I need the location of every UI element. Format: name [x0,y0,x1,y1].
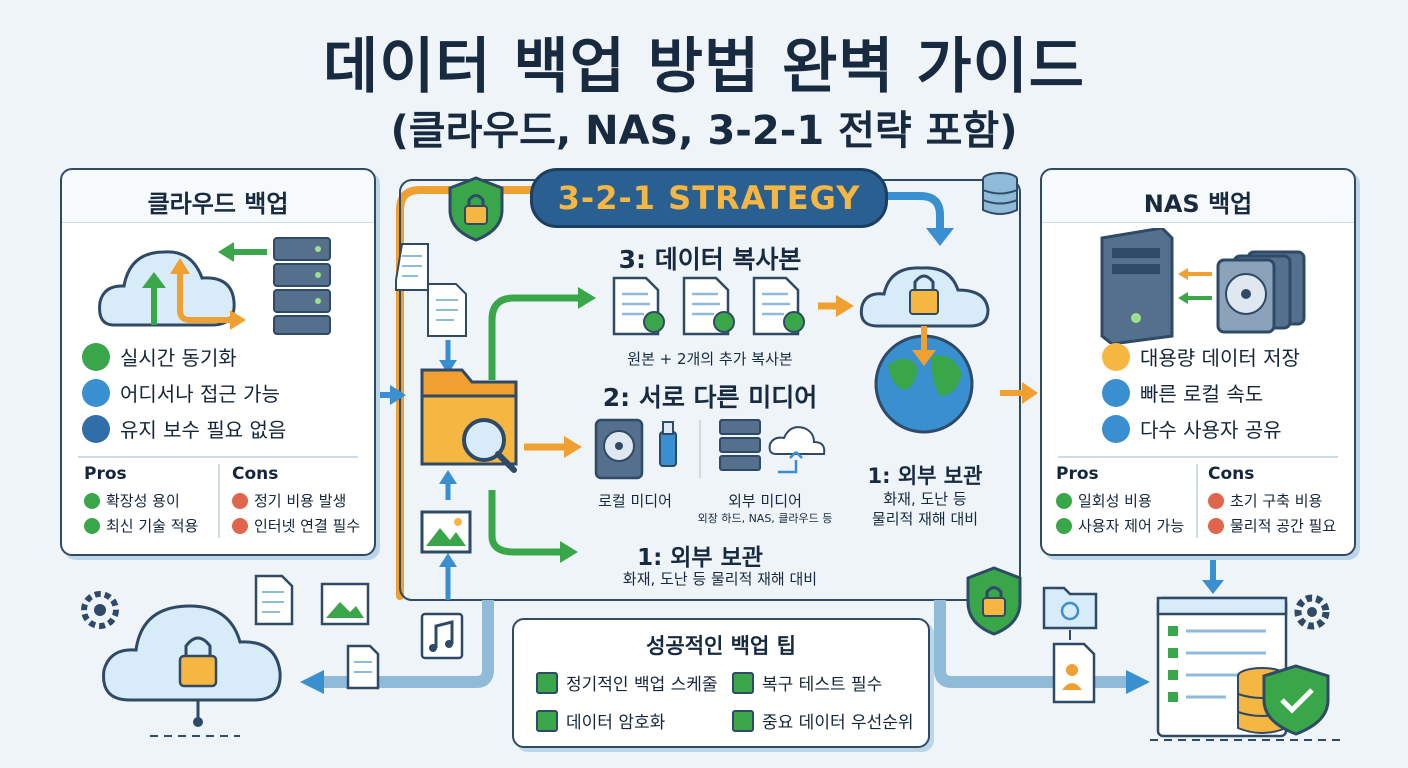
checkbox-icon [536,709,558,732]
shield-lock-icon [966,566,1022,636]
pros-item: 최신 기술 적용 [84,515,198,536]
tips-title: 성공적인 백업 팁 [646,634,796,658]
cloud-feature-item: 실시간 동기화 [82,342,237,371]
tip-item: 정기적인 백업 스케줄 [536,670,718,695]
speedometer-icon [1102,378,1130,407]
cloud-feature-item: 유지 보수 필요 없음 [82,414,286,443]
cons-heading: Cons [1208,464,1255,484]
cloud-lock-illustration [81,574,380,727]
media-title: 2: 서로 다른 미디어 [602,383,818,412]
folder-search-illustration [395,243,518,554]
check-icon [1056,492,1072,509]
tip-item: 데이터 암호화 [536,708,665,733]
pros-item: 확장성 용이 [84,490,180,511]
backup-tips-panel: 성공적인 백업 팁 정기적인 백업 스케줄 복구 테스트 필수 데이터 암호화 … [512,618,930,748]
cloud-backup-panel: 클라우드 백업 실시간 동기화 어디서나 접근 가능 유지 보수 필요 없음 P… [60,168,376,556]
database-icon [1102,342,1130,371]
page-title: 데이터 백업 방법 완벽 가이드 [323,32,1085,102]
offsite-title-bottom: 1: 외부 보관 [637,545,763,571]
storage-media-icons [594,418,826,480]
cons-item: 물리적 공간 필요 [1208,515,1336,536]
pros-heading: Pros [1056,464,1099,484]
backup-server-illustration [1156,596,1330,738]
users-icon [1102,414,1130,443]
external-media-note: 외장 하드, NAS, 클라우드 등 [697,512,833,525]
gear-icon [1294,594,1330,630]
tip-item: 중요 데이터 우선순위 [732,708,914,733]
cons-item: 초기 구축 비용 [1208,490,1322,511]
nas-panel-title: NAS 백업 [1143,190,1253,218]
checkbox-icon [732,671,754,694]
checkbox-icon [732,709,754,732]
document-copies-icons [612,276,805,336]
copies-caption: 원본 + 2개의 추가 복사본 [627,350,793,368]
cloud-globe-illustration [859,266,990,434]
offsite-caption-bottom: 화재, 도난 등 물리적 재해 대비 [622,570,818,588]
cons-item: 정기 비용 발생 [232,490,346,511]
minus-icon [1208,492,1224,509]
sync-folder-doc-icons [1042,586,1098,704]
pros-item: 사용자 제어 가능 [1056,515,1184,536]
nas-backup-panel: NAS 백업 대용량 데이터 저장 빠른 로컬 속도 다수 사용자 공유 Pro… [1040,168,1356,556]
page-subtitle: (클라우드, NAS, 3-2-1 전략 포함) [390,108,1018,154]
pros-item: 일회성 비용 [1056,490,1152,511]
sync-icon [82,342,110,371]
checkbox-icon [536,671,558,694]
check-icon [84,517,100,534]
music-file-icon [420,612,464,660]
globe-icon [82,378,110,407]
minus-icon [232,517,248,534]
minus-icon [1208,517,1224,534]
database-icon [982,172,1018,215]
nas-feature-item: 대용량 데이터 저장 [1102,342,1300,371]
cloud-panel-title: 클라우드 백업 [147,190,289,218]
cons-item: 인터넷 연결 필수 [232,515,360,536]
x-icon [232,492,248,509]
offsite-caption-right: 물리적 재해 대비 [871,510,979,528]
nas-feature-item: 다수 사용자 공유 [1102,414,1282,443]
check-icon [84,492,100,509]
cons-heading: Cons [232,464,279,484]
tip-item: 복구 테스트 필수 [732,670,882,695]
nas-feature-item: 빠른 로컬 속도 [1102,378,1263,407]
external-media-label: 외부 미디어 [728,492,802,510]
offsite-title-right: 1: 외부 보관 [867,464,983,488]
copies-title: 3: 데이터 복사본 [618,245,802,274]
nas-drive-illustration [1100,228,1306,344]
local-media-label: 로컬 미디어 [598,492,672,510]
tools-icon [82,414,110,443]
strategy-banner-text: 3-2-1 STRATEGY [557,179,861,217]
cloud-feature-item: 어디서나 접근 가능 [82,378,280,407]
shield-lock-icon [448,176,504,242]
strategy-banner: 3-2-1 STRATEGY [530,168,888,228]
cloud-server-illustration [98,237,331,335]
offsite-caption-right: 화재, 도난 등 [883,490,967,508]
check-icon [1056,517,1072,534]
pros-heading: Pros [84,464,127,484]
